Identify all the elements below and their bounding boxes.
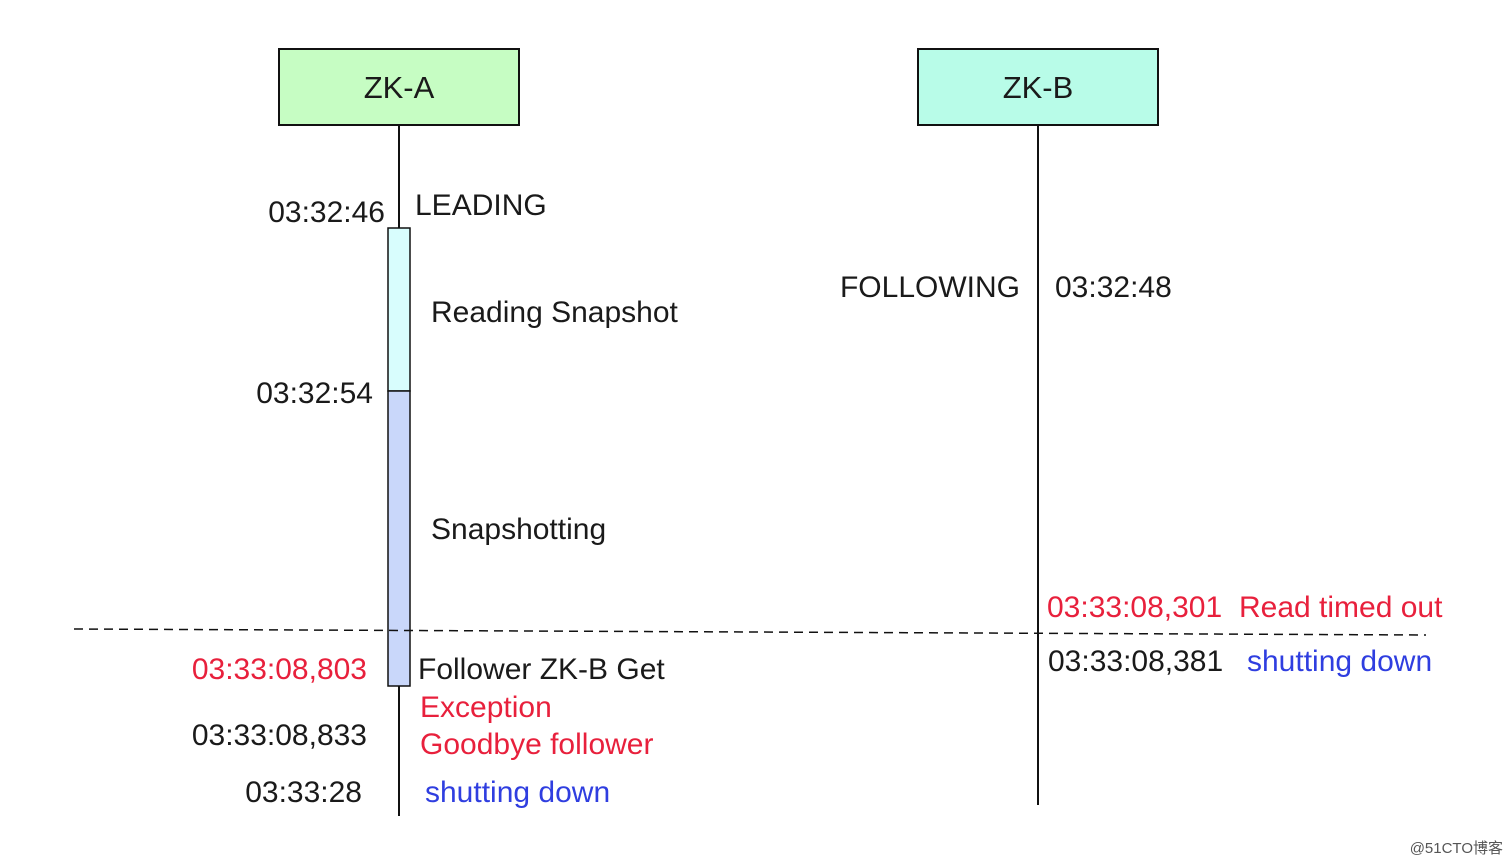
exception-label-line2: Exception — [420, 691, 552, 724]
goodbye-time: 03:33:08,833 — [192, 719, 367, 752]
leading-time: 03:32:46 — [268, 196, 385, 229]
exception-time: 03:33:08,803 — [192, 653, 367, 686]
timeout-time: 03:33:08,301 — [1047, 591, 1222, 624]
snapshot-time: 03:32:54 — [256, 377, 373, 410]
zk-b-shutdown-time: 03:33:08,381 — [1048, 645, 1223, 678]
leading-label: LEADING — [415, 189, 547, 222]
reading-snapshot-bar — [387, 227, 411, 392]
snapshotting-bar — [387, 390, 411, 687]
exception-label-line1: Follower ZK-B Get — [418, 653, 665, 686]
timeout-divider — [73, 628, 1427, 636]
reading-snapshot-label: Reading Snapshot — [431, 296, 679, 329]
zk-b-label: ZK-B — [1003, 70, 1074, 105]
zk-b-shutdown-label: shutting down — [1247, 645, 1432, 678]
timeout-label: Read timed out — [1239, 591, 1443, 624]
zk-b-node[interactable]: ZK-B — [917, 48, 1159, 126]
following-label: FOLLOWING — [840, 271, 1020, 304]
goodbye-label: Goodbye follower — [420, 728, 653, 761]
zk-a-shutdown-time: 03:33:28 — [245, 776, 362, 809]
zk-a-box — [278, 48, 520, 126]
zk-a-shutdown-label: shutting down — [425, 776, 610, 809]
following-time: 03:32:48 — [1055, 271, 1172, 304]
zk-a-label: ZK-A — [364, 70, 435, 105]
zk-b-box — [917, 48, 1159, 126]
snapshotting-label: Snapshotting — [431, 513, 606, 546]
zk-a-node[interactable]: ZK-A — [278, 48, 520, 126]
watermark: @51CTO博客 — [1410, 840, 1503, 857]
